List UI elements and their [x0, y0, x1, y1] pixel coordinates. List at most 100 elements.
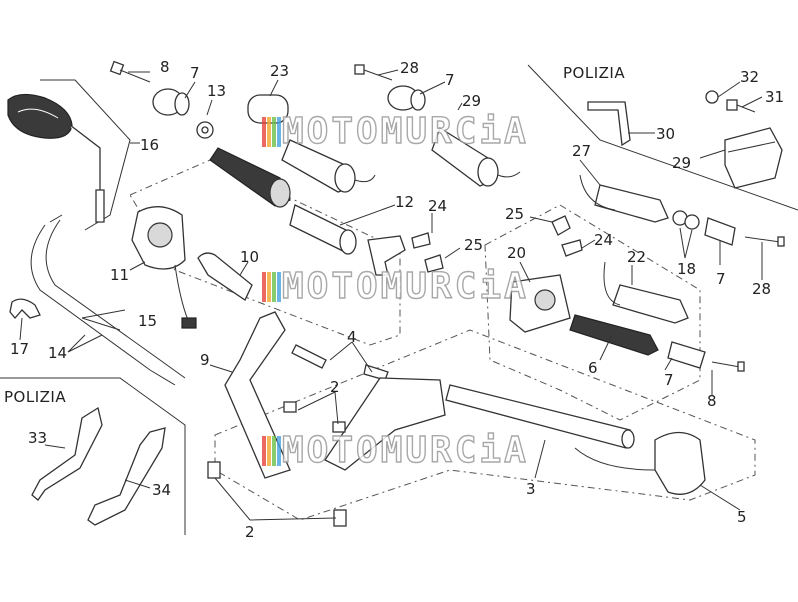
watermark-stripe: [277, 117, 281, 147]
callout-label: 8: [707, 392, 717, 410]
watermark-stripe: [267, 117, 271, 147]
washer-32-part: [705, 90, 719, 104]
bar-end-weight-7-right-part: [704, 217, 736, 246]
bolt-4-part: [291, 344, 389, 381]
callout-label: 23: [270, 62, 289, 80]
screw-31-part: [726, 99, 756, 113]
callout-label: 22: [627, 248, 646, 266]
callout-label: 4: [347, 328, 357, 346]
watermark-text: MOTOMURCiA: [282, 111, 529, 152]
callout-label: 30: [656, 125, 675, 143]
throttle-tube-12-part: [289, 204, 357, 255]
callout-label: 24: [594, 231, 613, 249]
watermark-stripe: [262, 272, 266, 302]
callout-label: 25: [505, 205, 524, 223]
group-outline-bottom: [214, 329, 756, 521]
handlebar-tube-3-part: [445, 384, 635, 449]
callout-label: 34: [152, 481, 171, 499]
clip-17-part: [9, 298, 41, 320]
callout-label: 28: [400, 59, 419, 77]
leader-lines: [19, 69, 763, 521]
watermark-stripes: [262, 272, 281, 302]
callout-label: 12: [395, 193, 414, 211]
callout-label: 14: [48, 344, 67, 362]
heated-grip-29-part: [431, 127, 521, 187]
heated-grip-right-part: [281, 139, 376, 193]
watermark-stripes: [262, 117, 281, 147]
callout-label: 17: [10, 340, 29, 358]
callout-label: 2: [245, 523, 255, 541]
switch-housing-11-part: [131, 206, 197, 329]
heated-grip-27-part: [579, 174, 669, 223]
callouts: 8 7 13 23 28 7 29 32 31 30 29 16 27 12 2…: [10, 58, 784, 541]
riser-part: [324, 377, 446, 471]
watermark-stripes: [262, 436, 281, 466]
connector-24-left-part: [411, 232, 431, 249]
cables-14-15-part: [30, 214, 186, 386]
grip-10-part: [197, 252, 253, 301]
police-bottom-divider: [0, 377, 186, 535]
connector-25-right-part: [551, 215, 571, 236]
callout-label: 28: [752, 280, 771, 298]
section-label-police-top: POLIZIA: [563, 64, 625, 82]
bar-end-weight-7-part: [152, 88, 190, 116]
connector-25-left-part: [424, 254, 444, 273]
bar-end-weight-7-top-part: [387, 85, 426, 111]
watermark-stripe: [262, 117, 266, 147]
bracket-34-part: [87, 427, 166, 526]
watermark-stripe: [277, 436, 281, 466]
watermark-stripe: [267, 272, 271, 302]
watermark-stripe: [267, 436, 271, 466]
bar-end-weight-7-low-part: [667, 341, 706, 369]
bolt-28-right-part: [744, 236, 785, 247]
watermark-text: MOTOMURCiA: [282, 266, 529, 307]
callout-label: 27: [572, 142, 591, 160]
switch-housing-20-part: [509, 274, 571, 333]
callout-label: 31: [765, 88, 784, 106]
callout-label: 11: [110, 266, 129, 284]
bolt-8-low-part: [711, 361, 745, 372]
callout-label: 20: [507, 244, 526, 262]
watermark-text: MOTOMURCiA: [282, 430, 529, 471]
heated-grip-left-part: [209, 147, 291, 208]
callout-label: 8: [160, 58, 170, 76]
callout-label: 15: [138, 312, 157, 330]
callout-label: 13: [207, 82, 226, 100]
callout-label: 7: [664, 371, 674, 389]
watermark-stripe: [262, 436, 266, 466]
grip-6-part: [569, 314, 659, 356]
clutch-lever-part: [367, 235, 406, 276]
callout-label: 7: [190, 64, 200, 82]
callout-label: 25: [464, 236, 483, 254]
section-label-police-bottom: POLIZIA: [4, 388, 66, 406]
rings-18-part: [672, 210, 700, 230]
bolt-8-part: [109, 60, 151, 83]
watermark-stripe: [272, 272, 276, 302]
washer-13-part: [196, 121, 214, 139]
callout-label: 18: [677, 260, 696, 278]
watermark-middle: MOTOMURCiA: [262, 265, 529, 308]
police-top-divider: [527, 64, 798, 211]
heated-grip-22-part: [603, 261, 689, 324]
watermark-stripe: [272, 117, 276, 147]
callout-label: 16: [140, 136, 159, 154]
callout-label: 24: [428, 197, 447, 215]
watermark-stripe: [272, 436, 276, 466]
callout-label: 7: [445, 71, 455, 89]
mirror-part: [7, 93, 105, 223]
callout-label: 3: [526, 480, 536, 498]
bolts-2-mid-part: [283, 401, 346, 433]
callout-label: 2: [330, 378, 340, 396]
switch-box-29-part: [724, 127, 783, 189]
callout-label: 29: [672, 154, 691, 172]
callout-label: 5: [737, 508, 747, 526]
callout-label: 33: [28, 429, 47, 447]
callout-label: 10: [240, 248, 259, 266]
callout-label: 9: [200, 351, 210, 369]
bracket-33-part: [31, 406, 103, 501]
watermark-bottom: MOTOMURCiA: [262, 429, 529, 472]
connector-24-right-part: [561, 239, 583, 257]
callout-label: 6: [588, 359, 598, 377]
